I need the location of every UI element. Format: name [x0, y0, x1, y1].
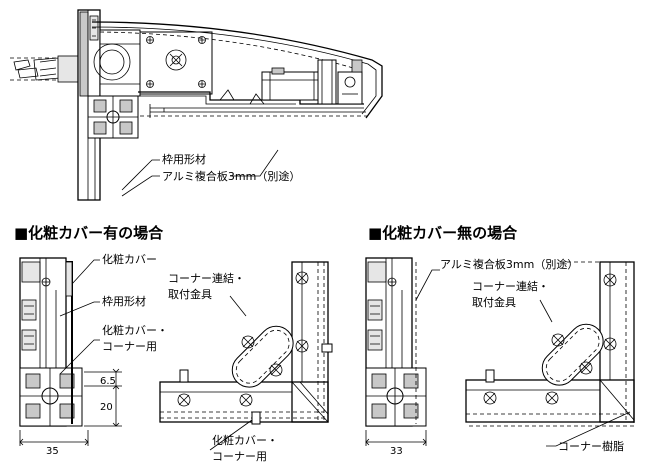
- label-resin: コーナー樹脂: [558, 439, 624, 453]
- dim-side: 20: [100, 402, 113, 413]
- heading-without-cover: ■化粧カバー無の場合: [368, 224, 518, 242]
- right-corner-assembly: [465, 261, 635, 427]
- left-corner-leaders: [209, 295, 253, 451]
- top-assembly: 枠用形材 アルミ複合板3mm（別途）: [10, 9, 383, 201]
- motor-housing: [93, 29, 141, 97]
- cable-plug: [10, 55, 79, 83]
- right-dimension: [365, 430, 427, 446]
- label-bottom-1: 化粧カバー・: [212, 433, 278, 447]
- left-leader-lines: [59, 259, 100, 375]
- label-corner-cover-2: コーナー用: [102, 340, 157, 353]
- section-with-cover: ■化粧カバー有の場合: [14, 224, 333, 463]
- label-connector-1-left: コーナー連結・: [168, 271, 245, 285]
- dim-width-right: 33: [390, 446, 403, 457]
- mounting-bracket: [139, 31, 213, 95]
- section-without-cover: ■化粧カバー無の場合 33: [365, 224, 635, 457]
- heading-with-cover: ■化粧カバー有の場合: [14, 224, 164, 242]
- label-connector-2-left: 取付金具: [168, 287, 212, 301]
- lower-channel: [138, 89, 368, 118]
- dim-width-left: 35: [46, 446, 59, 457]
- dim-top: 6.5: [100, 376, 116, 387]
- label-frame-top: 枠用形材: [162, 152, 206, 166]
- left-cover-clip: [65, 261, 73, 297]
- right-vertical-extrusion: [365, 257, 427, 427]
- left-dimensions: [19, 368, 122, 446]
- top-leader-lines: [121, 149, 279, 197]
- frame-extrusion-block: [87, 95, 139, 139]
- label-connector-2-right: 取付金具: [472, 295, 516, 309]
- label-frame-left: 枠用形材: [102, 294, 146, 308]
- label-bottom-2: コーナー用: [212, 450, 267, 463]
- label-panel-top: アルミ複合板3mm（別途）: [162, 169, 300, 183]
- label-connector-1-right: コーナー連結・: [472, 279, 549, 293]
- right-leader-lines: [415, 269, 631, 447]
- label-corner-cover-1: 化粧カバー・: [102, 323, 168, 337]
- left-corner-assembly: [159, 261, 333, 425]
- rail-parts: [261, 59, 363, 105]
- label-cover: 化粧カバー: [102, 252, 157, 266]
- label-panel-right: アルミ複合板3mm（別途）: [440, 257, 578, 271]
